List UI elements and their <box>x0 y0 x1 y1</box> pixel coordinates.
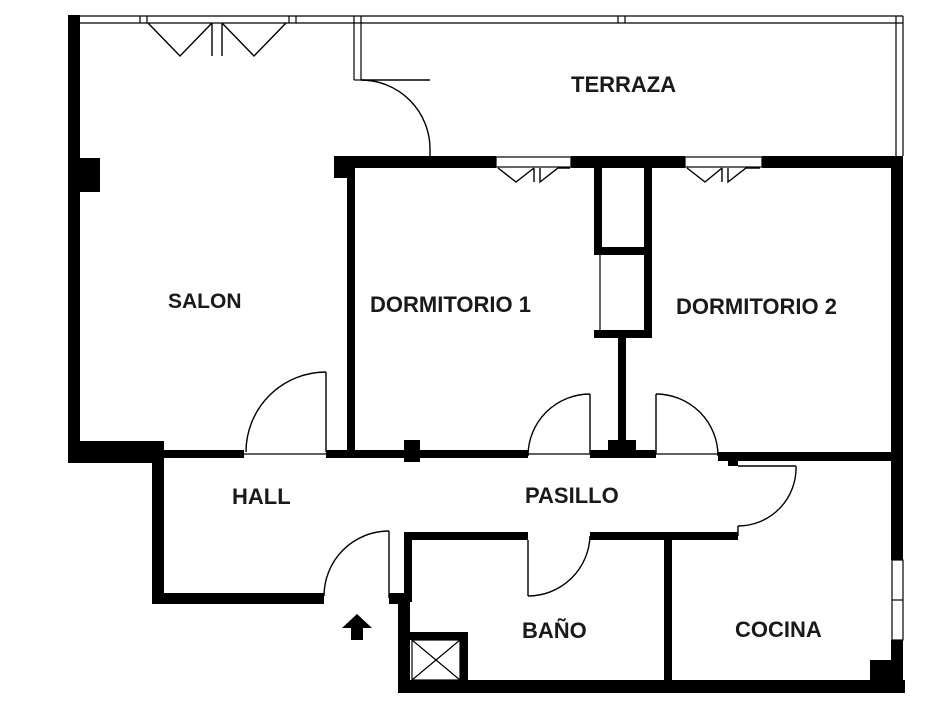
door-entrance-swing <box>323 530 390 597</box>
wall-terrace-front <box>334 156 496 168</box>
wall-corridor-top-4 <box>718 452 903 461</box>
wall-shaft-top <box>404 632 468 640</box>
wall-kitchen-jamb <box>728 452 738 466</box>
thin-lines <box>80 15 904 641</box>
door-dorm1-swing <box>527 393 591 457</box>
wall-dorm-partition-bottom <box>618 336 626 456</box>
wall-terrace-mid <box>571 156 685 168</box>
wall-column-left <box>80 158 100 192</box>
wall-dorm-partition-top <box>594 168 602 252</box>
label-hall: HALL <box>232 484 291 509</box>
door-salon-left <box>147 22 213 58</box>
wall-corridor-bottom-1 <box>404 532 528 540</box>
wall-closet-mid <box>594 247 652 255</box>
wall-hall-left <box>152 452 164 604</box>
wall-bottom <box>398 680 905 693</box>
wall-bath-left <box>398 593 410 693</box>
wall-corridor-top-1 <box>164 450 244 458</box>
door-dorm2-swing <box>655 393 719 457</box>
door-dorm2-window <box>686 167 760 184</box>
walls <box>68 15 905 693</box>
wall-corridor-top-2 <box>326 450 528 458</box>
wall-entrance-upper-jamb <box>404 532 412 602</box>
label-terraza: TERRAZA <box>571 72 676 97</box>
label-cocina: COCINA <box>735 617 822 642</box>
room-labels: TERRAZA SALON DORMITORIO 1 DORMITORIO 2 … <box>168 72 837 643</box>
doors <box>147 22 797 598</box>
wall-hall-bottom <box>152 593 324 604</box>
dorm2-window-frame <box>684 156 763 168</box>
wall-corner-kitchen <box>870 660 903 693</box>
wall-bath-kitchen <box>664 532 672 688</box>
ventilation-shaft <box>411 639 461 681</box>
label-dormitorio-2: DORMITORIO 2 <box>676 294 837 319</box>
dorm1-window-frame <box>495 156 572 168</box>
label-salon: SALON <box>168 290 242 313</box>
label-bano: BAÑO <box>522 618 587 643</box>
door-salon-right <box>221 22 287 58</box>
wall-shaft-right <box>460 632 468 688</box>
door-dorm1-window <box>497 167 570 184</box>
door-salon-hall-swing <box>245 371 327 453</box>
label-dormitorio-1: DORMITORIO 1 <box>370 292 531 317</box>
wall-terrace-right <box>762 156 903 168</box>
entrance-arrow-icon <box>342 614 372 640</box>
door-bath-swing <box>527 535 591 597</box>
wall-right <box>891 156 903 560</box>
label-pasillo: PASILLO <box>525 483 619 508</box>
wall-salon-left <box>68 15 80 463</box>
door-terrace-swing <box>360 79 431 150</box>
shaft-box <box>411 639 461 681</box>
shaft-cross-2 <box>411 639 461 681</box>
wall-corridor-top-3 <box>590 450 656 458</box>
door-kitchen-swing <box>737 465 797 527</box>
wall-closet-bottom <box>594 330 652 338</box>
wall-salon-dorm1 <box>347 168 355 454</box>
wall-salon-bottom <box>68 441 164 463</box>
